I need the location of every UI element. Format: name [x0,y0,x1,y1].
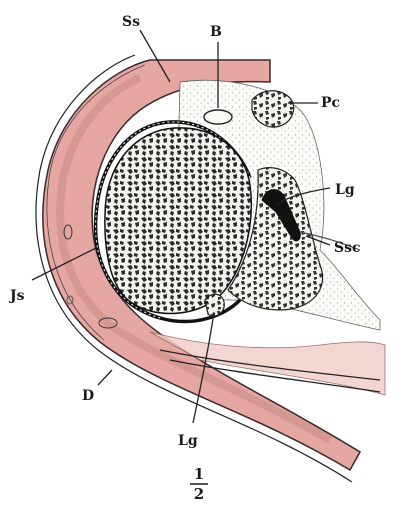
scale-numerator: 1 [194,465,204,483]
bursa [204,110,232,124]
label-ssc: Ssc [334,240,361,256]
label-d: D [82,388,94,404]
label-lg-top: Lg [335,182,355,198]
scale-denominator: 2 [194,485,204,503]
glenoid-labrum-bottom [205,294,224,316]
label-js: Js [8,288,25,304]
label-lg-bottom: Lg [178,433,198,449]
leader-d [98,370,112,385]
label-pc: Pc [321,95,340,111]
label-ss: Ss [122,14,140,30]
label-b: B [210,24,222,40]
